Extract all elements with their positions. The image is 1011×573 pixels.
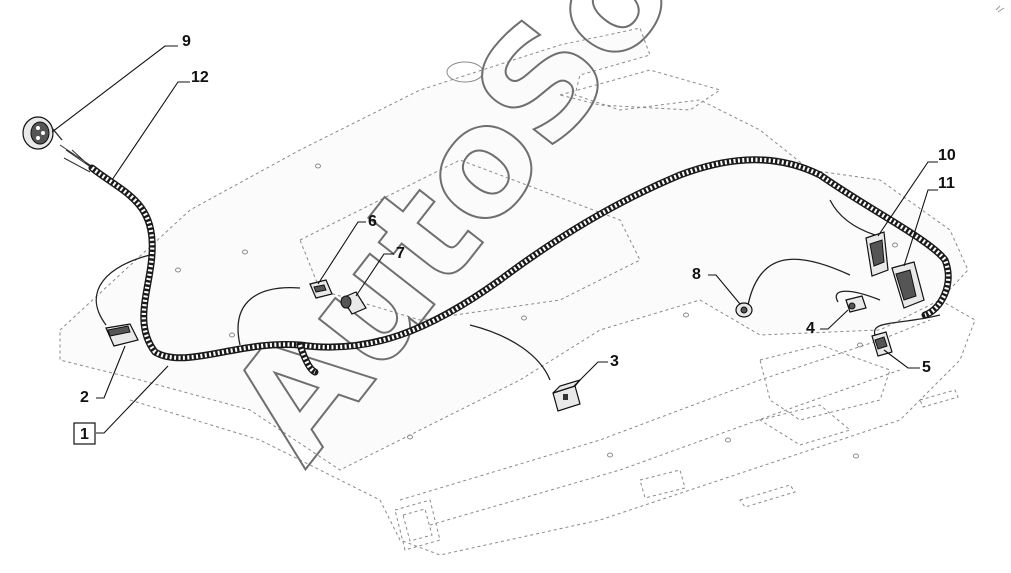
leader-lines	[51, 45, 938, 434]
frame-hole-11	[725, 437, 731, 443]
callout-3: 3	[610, 353, 619, 370]
callout-11: 11	[938, 175, 955, 192]
callout-1-box	[73, 422, 96, 445]
harness-branch-sheath	[296, 341, 319, 376]
frame-hole-2	[242, 249, 248, 255]
lower-frame-bracket	[759, 344, 891, 421]
branch-wires	[59, 144, 941, 381]
leader-9	[51, 45, 178, 133]
frame-hole-large	[446, 61, 484, 83]
frame-hole-8	[683, 312, 689, 318]
components	[22, 116, 925, 412]
callout-7: 7	[396, 245, 405, 262]
lower-frame-rail	[399, 319, 931, 501]
leader-4	[820, 309, 849, 330]
wire-fan-out	[59, 144, 95, 173]
callout-12: 12	[191, 69, 209, 86]
wire-to-connector-6	[237, 286, 301, 346]
chassis-frame	[59, 27, 976, 556]
wire-to-sensor-8	[747, 258, 851, 306]
callout-labels: 9 12 2 1 6 7 3 8 4 5 10 11	[73, 33, 956, 445]
lower-frame-tab	[639, 469, 686, 499]
callout-9: 9	[182, 33, 191, 50]
frame-hole-3	[315, 163, 321, 169]
fuse-block-11	[891, 261, 925, 309]
wire-to-connector-2	[95, 254, 151, 326]
connector-2	[105, 323, 139, 347]
callout-10: 10	[938, 147, 956, 164]
harness-sheath	[88, 156, 952, 362]
relay-10	[865, 231, 889, 277]
connector-3	[552, 378, 582, 412]
frame-hole-12	[853, 453, 859, 459]
lower-frame-rail-2	[429, 369, 901, 526]
wire-to-connector-3	[469, 324, 551, 381]
corner-mark	[995, 5, 1005, 13]
leader-12	[111, 81, 190, 181]
frame-hole-4	[229, 332, 235, 338]
callout-2: 2	[80, 389, 89, 406]
leader-2	[96, 345, 126, 399]
frame-hole-6	[521, 315, 527, 321]
leader-7	[355, 253, 394, 297]
leader-6	[317, 221, 366, 285]
callout-8: 8	[692, 266, 701, 283]
callout-6: 6	[368, 213, 377, 230]
wire-to-connector-5	[873, 314, 941, 336]
sensor-4	[845, 295, 867, 313]
leader-1	[96, 365, 169, 434]
frame-hole-1	[175, 267, 181, 273]
upper-plate-outline	[59, 27, 969, 471]
leader-5	[883, 349, 920, 369]
lower-frame-slot-1	[739, 484, 796, 508]
leader-10	[877, 161, 938, 237]
frame-hole-5	[407, 434, 413, 440]
frame-hole-10	[892, 242, 898, 248]
frame-hole-7	[607, 452, 613, 458]
lower-frame-cutout	[758, 404, 852, 446]
connector-5	[871, 331, 893, 357]
frame-hole-9	[857, 342, 863, 348]
callout-1: 1	[80, 426, 89, 443]
leader-8	[708, 274, 741, 305]
plug-7	[340, 291, 367, 315]
connector-6	[309, 279, 333, 299]
lower-frame-slot-2	[919, 389, 959, 408]
lower-frame-box-inner	[402, 508, 433, 542]
main-harness	[88, 156, 952, 376]
wire-to-sensor-4	[835, 290, 881, 303]
leader-11	[903, 189, 938, 267]
callout-4: 4	[806, 320, 815, 337]
leader-3	[573, 361, 608, 387]
sensor-8	[735, 302, 753, 318]
lower-frame-outline	[129, 299, 976, 556]
upper-plate-panel	[299, 159, 641, 321]
wire-to-relay-10	[829, 199, 876, 236]
lower-frame-box	[394, 499, 441, 551]
callout-5: 5	[922, 359, 931, 376]
round-connector-9	[22, 116, 63, 150]
